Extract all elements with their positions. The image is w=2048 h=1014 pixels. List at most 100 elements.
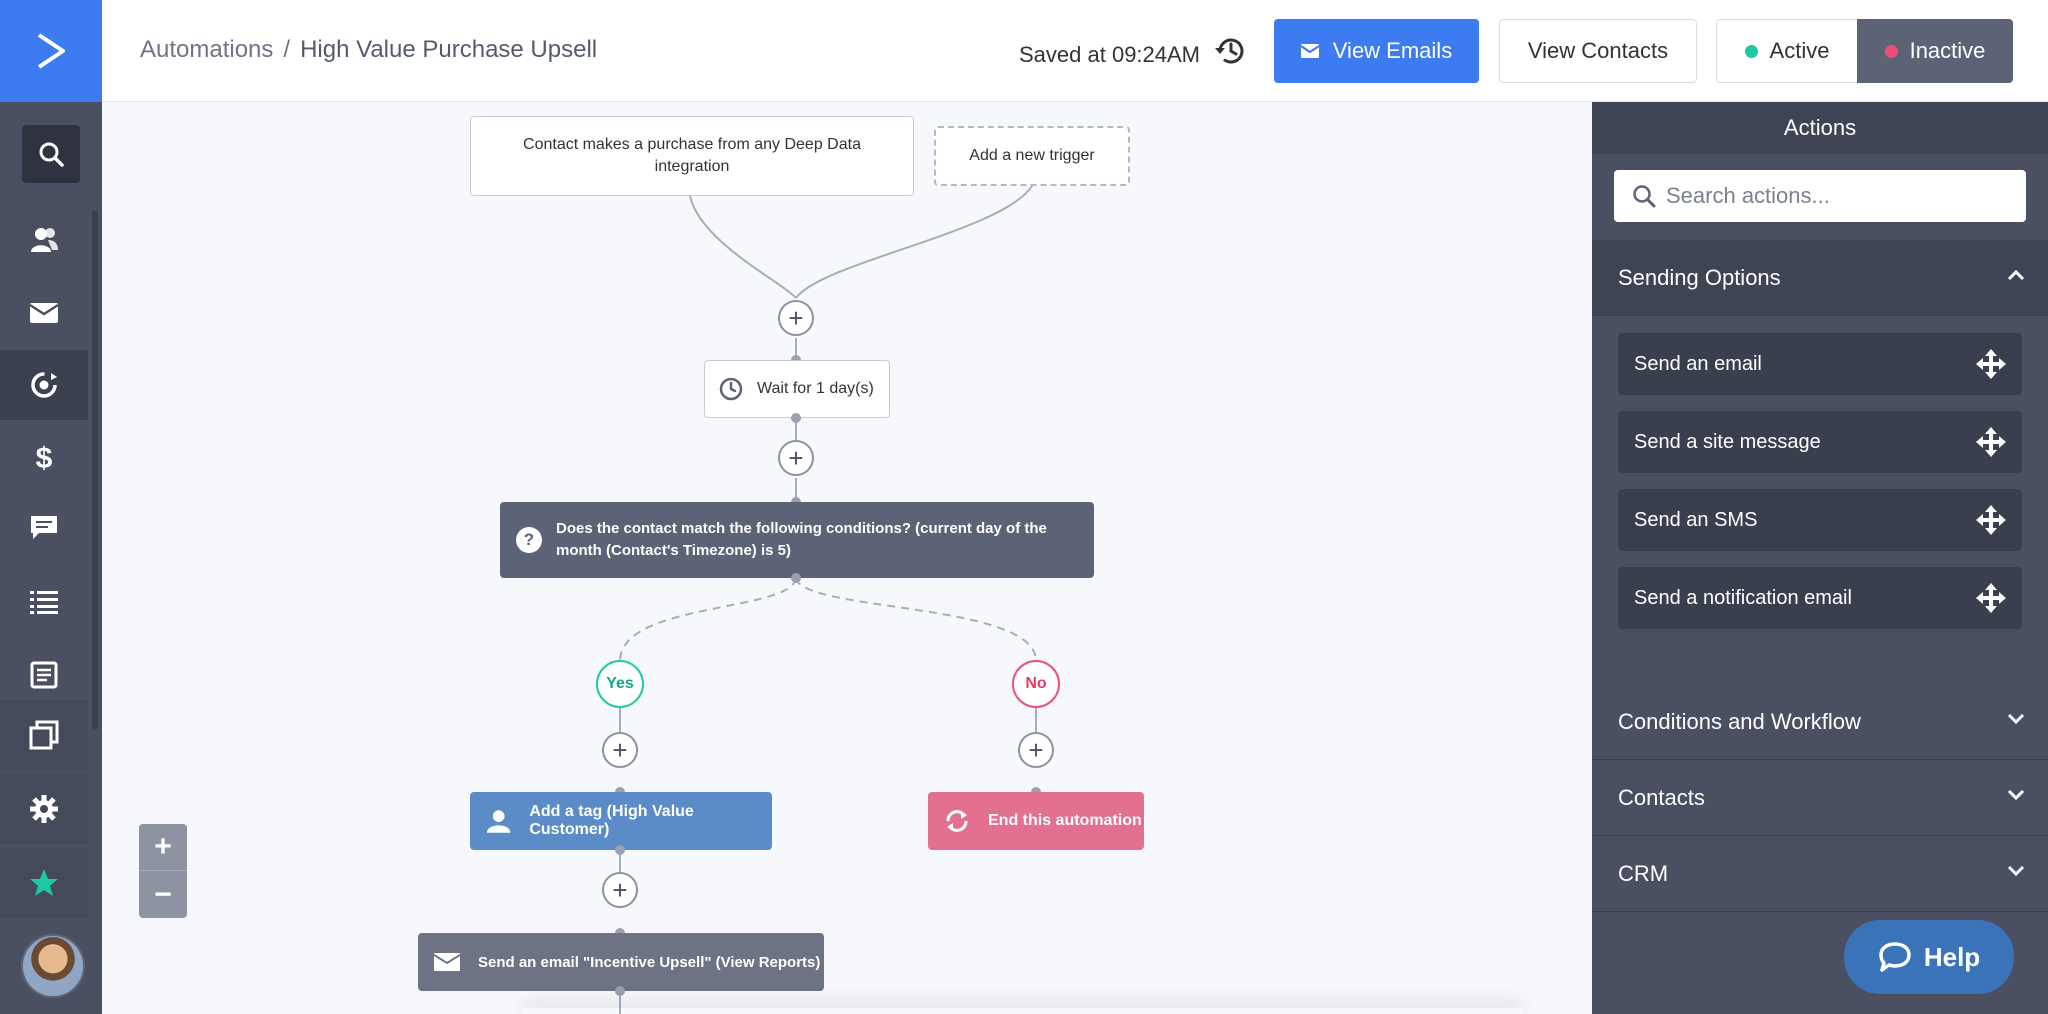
sidebar-item-campaigns[interactable] xyxy=(0,278,88,348)
move-arrows-icon[interactable] xyxy=(1976,505,2006,535)
refresh-arrows-icon xyxy=(946,810,968,832)
star-icon xyxy=(30,869,58,896)
add-step-button-no[interactable]: + xyxy=(1018,732,1054,768)
inactive-status-dot xyxy=(1884,44,1898,58)
sidebar-item-contacts[interactable] xyxy=(0,205,88,275)
history-clock-icon xyxy=(1215,38,1244,64)
action-send-notification-email[interactable]: Send a notification email xyxy=(1618,567,2022,629)
sidebar-item-pages[interactable] xyxy=(0,700,88,770)
section-contacts-label: Contacts xyxy=(1618,784,1705,810)
add-step-button[interactable]: + xyxy=(602,872,638,908)
connector-dot xyxy=(615,845,625,855)
condition-step-node[interactable]: ? Does the contact match the following c… xyxy=(500,502,1094,578)
end-automation-step-node[interactable]: End this automation xyxy=(928,792,1144,850)
actions-panel-title: Actions xyxy=(1592,102,2048,154)
view-emails-label: View Emails xyxy=(1332,38,1453,63)
section-crm[interactable]: CRM xyxy=(1592,836,2048,912)
add-step-button[interactable]: + xyxy=(778,300,814,336)
action-send-sms[interactable]: Send an SMS xyxy=(1618,489,2022,551)
zoom-out-button[interactable]: − xyxy=(139,871,187,918)
sidebar-item-conversations[interactable] xyxy=(0,492,88,562)
automation-canvas[interactable]: Contact makes a purchase from any Deep D… xyxy=(102,102,1592,1014)
actions-search-box[interactable] xyxy=(1614,170,2026,222)
active-toggle-button[interactable]: Active xyxy=(1716,19,1858,83)
question-mark-icon: ? xyxy=(516,527,542,553)
breadcrumb-automations-link[interactable]: Automations xyxy=(140,36,274,63)
sidebar-item-automations[interactable] xyxy=(0,350,88,420)
move-arrows-icon[interactable] xyxy=(1976,583,2006,613)
help-label: Help xyxy=(1923,941,1981,972)
zoom-in-button[interactable]: + xyxy=(139,824,187,871)
envelope-icon xyxy=(434,953,460,971)
chevron-down-icon xyxy=(2007,789,2025,801)
wait-step-node[interactable]: Wait for 1 day(s) xyxy=(704,360,890,418)
inactive-label: Inactive xyxy=(1909,38,1986,63)
help-button[interactable]: Help xyxy=(1844,920,2014,994)
search-icon xyxy=(1633,185,1656,208)
sidebar-item-lists[interactable] xyxy=(0,567,88,637)
branch-no-label: No xyxy=(1012,660,1060,708)
envelope-icon xyxy=(29,303,59,323)
section-sending-options-label: Sending Options xyxy=(1618,264,1781,290)
add-trigger-button[interactable]: Add a new trigger xyxy=(934,126,1130,186)
avatar[interactable] xyxy=(21,934,85,998)
document-icon xyxy=(30,661,58,689)
action-send-sms-label: Send an SMS xyxy=(1634,508,1758,531)
add-tag-step-node[interactable]: Add a tag (High Value Customer) xyxy=(470,792,772,850)
canvas-bottom-edge xyxy=(522,1008,1522,1014)
branch-yes-label: Yes xyxy=(596,660,644,708)
action-send-site-message[interactable]: Send a site message xyxy=(1618,411,2022,473)
clock-icon xyxy=(719,377,743,401)
chevron-logo-icon xyxy=(37,33,65,69)
move-arrows-icon[interactable] xyxy=(1976,427,2006,457)
inactive-toggle-button[interactable]: Inactive xyxy=(1857,19,2013,83)
sidebar-item-favorites[interactable] xyxy=(0,848,88,918)
contacts-icon xyxy=(31,228,58,252)
left-sidebar: $ xyxy=(0,0,102,1014)
history-button[interactable] xyxy=(1214,34,1248,73)
action-send-email[interactable]: Send an email xyxy=(1618,333,2022,395)
send-email-step-node[interactable]: Send an email "Incentive Upsell" (View R… xyxy=(418,933,824,991)
actions-panel: Actions Sending Options Send an email Se… xyxy=(1592,102,2048,1014)
add-step-button[interactable]: + xyxy=(778,440,814,476)
person-icon xyxy=(486,810,511,833)
sidebar-scrollbar[interactable] xyxy=(92,210,98,730)
active-label: Active xyxy=(1769,38,1830,63)
move-arrows-icon[interactable] xyxy=(1976,349,2006,379)
connector-dot xyxy=(791,573,801,583)
saved-status: Saved at 09:24AM xyxy=(1019,42,1201,67)
chat-bubble-icon xyxy=(1879,942,1911,972)
search-icon xyxy=(39,142,64,167)
end-automation-label: End this automation xyxy=(988,812,1142,829)
connector-dot xyxy=(791,413,801,423)
automations-icon xyxy=(31,372,57,398)
actions-search-input[interactable] xyxy=(1666,183,2016,209)
section-crm-label: CRM xyxy=(1618,860,1669,886)
add-step-button-yes[interactable]: + xyxy=(602,732,638,768)
svg-text:$: $ xyxy=(36,442,53,473)
chevron-up-icon xyxy=(2007,269,2025,281)
section-conditions-workflow[interactable]: Conditions and Workflow xyxy=(1592,684,2048,760)
page-title[interactable]: High Value Purchase Upsell xyxy=(300,36,598,63)
sidebar-item-forms[interactable] xyxy=(0,640,88,710)
sidebar-item-deals[interactable]: $ xyxy=(0,422,88,492)
workflow-connectors xyxy=(619,185,1037,1014)
action-send-email-label: Send an email xyxy=(1634,352,1762,375)
section-sending-options[interactable]: Sending Options xyxy=(1592,240,2048,316)
send-email-step-label: Send an email "Incentive Upsell" (View R… xyxy=(478,953,821,971)
app-logo[interactable] xyxy=(0,0,102,102)
chevron-down-icon xyxy=(2007,713,2025,725)
condition-step-label: Does the contact match the following con… xyxy=(556,520,1047,559)
zoom-controls: + − xyxy=(139,824,187,920)
view-contacts-button[interactable]: View Contacts xyxy=(1499,19,1697,83)
breadcrumb-separator: / xyxy=(283,36,291,63)
pages-icon xyxy=(29,720,59,750)
wait-step-label: Wait for 1 day(s) xyxy=(757,380,874,397)
view-emails-button[interactable]: View Emails xyxy=(1274,19,1479,83)
section-contacts[interactable]: Contacts xyxy=(1592,760,2048,836)
connector-dot xyxy=(615,986,625,996)
trigger-node-purchase[interactable]: Contact makes a purchase from any Deep D… xyxy=(470,116,914,196)
sidebar-item-settings[interactable] xyxy=(0,774,88,844)
active-status-dot xyxy=(1744,44,1758,58)
sidebar-search-button[interactable] xyxy=(22,125,80,183)
